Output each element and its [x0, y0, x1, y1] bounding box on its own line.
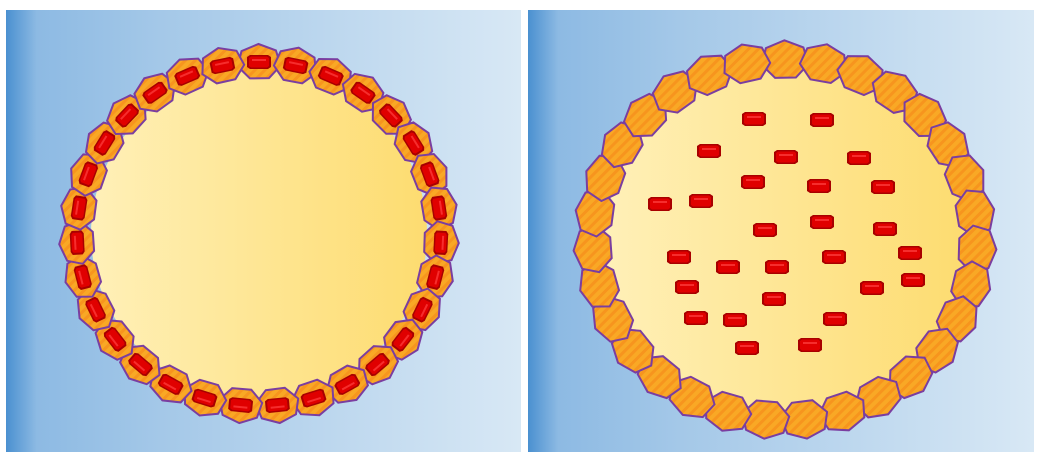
- nucleus-icon: [765, 260, 789, 274]
- diagram-right: [528, 10, 1034, 452]
- nucleus-icon: [723, 313, 747, 327]
- nucleus-icon: [667, 250, 691, 264]
- nucleus-icon: [228, 397, 253, 413]
- nucleus-icon: [822, 250, 846, 264]
- nucleus-icon: [823, 312, 847, 326]
- nucleus-icon: [810, 215, 834, 229]
- nucleus-icon: [697, 144, 721, 158]
- nucleus-icon: [735, 341, 759, 355]
- nucleus-icon: [648, 197, 672, 211]
- nucleus-icon: [762, 292, 786, 306]
- nucleus-icon: [753, 223, 777, 237]
- nucleus-icon: [675, 280, 699, 294]
- nucleus-icon: [742, 112, 766, 126]
- nucleus-icon: [847, 151, 871, 165]
- nucleus-icon: [774, 150, 798, 164]
- left-panel: [6, 10, 521, 452]
- nucleus-icon: [898, 246, 922, 260]
- nucleus-icon: [433, 230, 448, 255]
- nucleus-icon: [247, 55, 271, 69]
- nucleus-icon: [901, 273, 925, 287]
- diagram-left: [6, 10, 521, 452]
- nucleus-icon: [807, 179, 831, 193]
- nucleus-icon: [689, 194, 713, 208]
- nucleus-icon: [810, 113, 834, 127]
- nucleus-icon: [265, 397, 290, 413]
- nucleus-icon: [716, 260, 740, 274]
- nucleus-icon: [873, 222, 897, 236]
- right-panel: [528, 10, 1034, 452]
- nucleus-icon: [871, 180, 895, 194]
- nucleus-icon: [798, 338, 822, 352]
- nucleus-icon: [860, 281, 884, 295]
- nucleus-icon: [741, 175, 765, 189]
- nucleus-icon: [684, 311, 708, 325]
- nucleus-icon: [70, 230, 85, 255]
